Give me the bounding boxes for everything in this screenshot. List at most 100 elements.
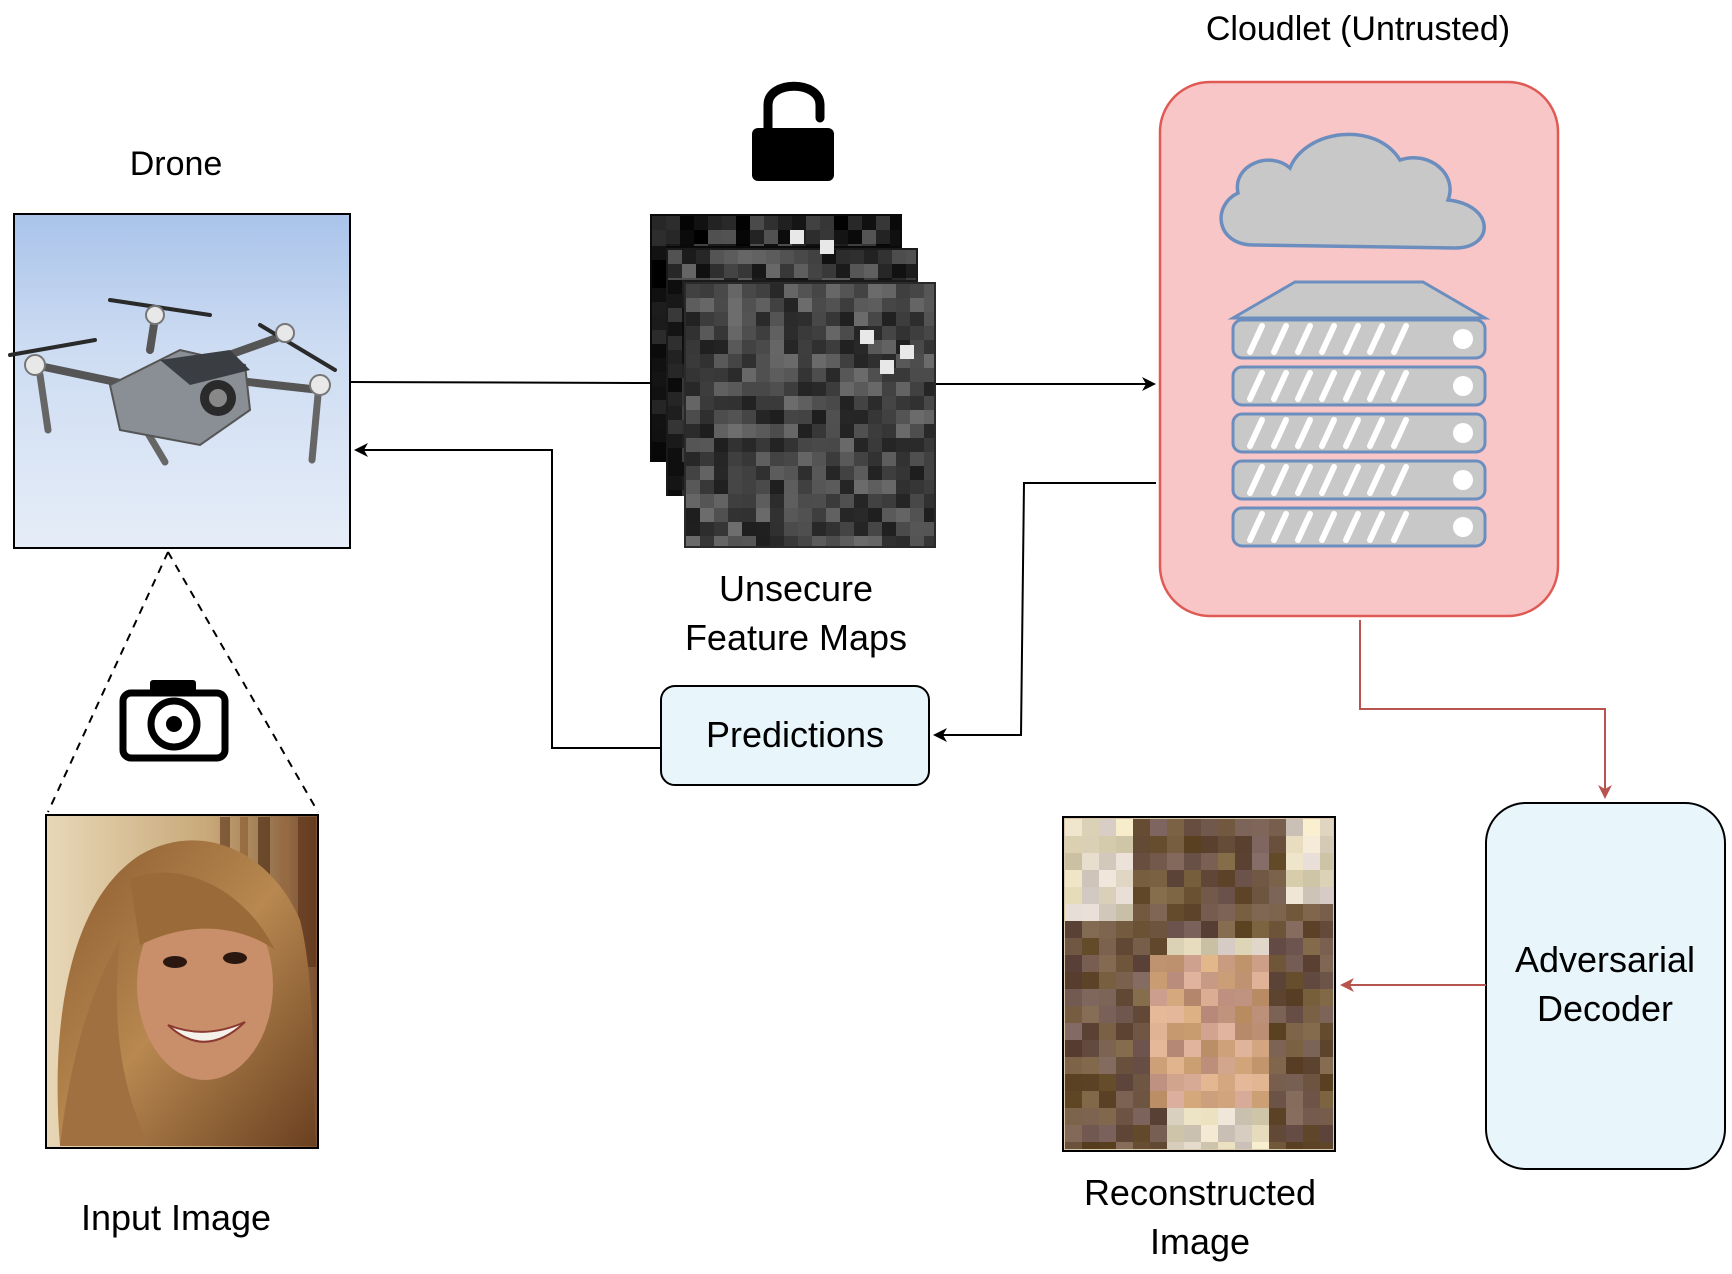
predictions-box: [660, 685, 930, 786]
feature-pixel: [896, 494, 910, 508]
feature-pixel: [798, 340, 812, 354]
feature-pixel: [882, 340, 896, 354]
reconstructed-pixel: [1218, 1125, 1235, 1142]
feature-pixel: [756, 494, 770, 508]
reconstructed-pixel: [1218, 870, 1235, 887]
feature-pixel: [714, 494, 728, 508]
feature-pixel: [714, 382, 728, 396]
reconstructed-pixel: [1252, 1091, 1269, 1108]
feature-pixel: [826, 368, 840, 382]
reconstructed-pixel: [1303, 1108, 1320, 1125]
feature-pixel: [686, 494, 700, 508]
feature-pixel: [868, 536, 882, 546]
feature-pixel: [878, 264, 892, 278]
reconstructed-pixel: [1303, 1006, 1320, 1023]
feature-pixel: [752, 264, 766, 278]
feature-pixel: [924, 410, 934, 424]
feature-pixel: [682, 322, 684, 336]
reconstructed-pixel: [1252, 1040, 1269, 1057]
feature-pixel: [812, 312, 826, 326]
feature-pixel: [710, 250, 724, 264]
feature-pixel: [700, 354, 714, 368]
feature-pixel: [798, 354, 812, 368]
feature-pixel: [826, 396, 840, 410]
feature-pixel: [770, 396, 784, 410]
reconstructed-pixel: [1303, 955, 1320, 972]
feature-pixel: [812, 354, 826, 368]
reconstructed-pixel: [1133, 1040, 1150, 1057]
feature-pixel: [728, 410, 742, 424]
feature-pixel: [766, 250, 780, 264]
cloud-icon: [1219, 132, 1486, 250]
reconstructed-pixel: [1065, 1108, 1082, 1125]
feature-pixel: [806, 244, 820, 246]
unlocked-padlock-icon: [752, 81, 834, 181]
feature-pixel: [896, 480, 910, 494]
reconstructed-pixel: [1184, 921, 1201, 938]
feature-pixel: [700, 312, 714, 326]
reconstructed-pixel: [1303, 1023, 1320, 1040]
feature-pixel: [882, 522, 896, 536]
feature-pixel: [668, 490, 682, 496]
reconstructed-pixel: [1082, 819, 1099, 836]
feature-pixel: [784, 466, 798, 480]
feature-pixel: [686, 480, 700, 494]
reconstructed-pixel: [1184, 989, 1201, 1006]
reconstructed-pixel: [1252, 887, 1269, 904]
feature-pixel: [798, 326, 812, 340]
feature-pixel: [682, 462, 684, 476]
feature-pixel: [680, 230, 694, 244]
feature-pixel: [722, 216, 736, 230]
feature-pixel: [700, 382, 714, 396]
feature-pixel: [780, 250, 794, 264]
feature-pixel: [862, 244, 876, 246]
feature-pixel: [784, 368, 798, 382]
feature-pixel: [668, 322, 682, 336]
feature-pixel: [770, 410, 784, 424]
feature-pixel: [742, 298, 756, 312]
feature-pixel: [742, 466, 756, 480]
feature-pixel: [714, 452, 728, 466]
feature-pixel: [924, 354, 934, 368]
reconstructed-pixel: [1286, 1006, 1303, 1023]
reconstructed-pixel: [1116, 1091, 1133, 1108]
feature-pixel: [798, 368, 812, 382]
reconstructed-pixel: [1099, 1091, 1116, 1108]
feature-pixel: [668, 448, 682, 462]
feature-pixel: [682, 448, 684, 462]
feature-pixel: [896, 522, 910, 536]
predictions-label: Predictions: [706, 714, 884, 755]
feature-pixel: [834, 216, 848, 230]
feature-pixel: [910, 438, 924, 452]
feature-pixel: [868, 466, 882, 480]
feature-pixel: [668, 406, 682, 420]
reconstructed-pixel: [1252, 1074, 1269, 1091]
feature-pixel: [876, 216, 890, 230]
reconstructed-pixel: [1286, 819, 1303, 836]
reconstructed-pixel: [1235, 921, 1252, 938]
feature-pixel: [854, 438, 868, 452]
reconstructed-pixel: [1150, 1091, 1167, 1108]
reconstructed-pixel: [1218, 904, 1235, 921]
feature-pixel: [682, 378, 684, 392]
projection-line-left: [47, 551, 169, 813]
feature-pixel: [798, 522, 812, 536]
feature-pixel: [812, 340, 826, 354]
reconstructed-pixel: [1269, 955, 1286, 972]
reconstructed-pixel: [1082, 1125, 1099, 1142]
feature-pixel: [882, 508, 896, 522]
reconstructed-pixel: [1065, 1125, 1082, 1142]
feature-pixel: [682, 294, 684, 308]
feature-pixel: [750, 230, 764, 244]
reconstructed-pixel: [1303, 887, 1320, 904]
feature-pixel: [784, 536, 798, 546]
feature-pixel: [728, 340, 742, 354]
feature-pixel: [882, 396, 896, 410]
reconstructed-pixel: [1116, 1040, 1133, 1057]
feature-pixel: [868, 396, 882, 410]
reconstructed-pixel: [1099, 938, 1116, 955]
feature-pixel: [784, 382, 798, 396]
reconstructed-pixel: [1184, 1142, 1201, 1149]
feature-pixel: [686, 508, 700, 522]
